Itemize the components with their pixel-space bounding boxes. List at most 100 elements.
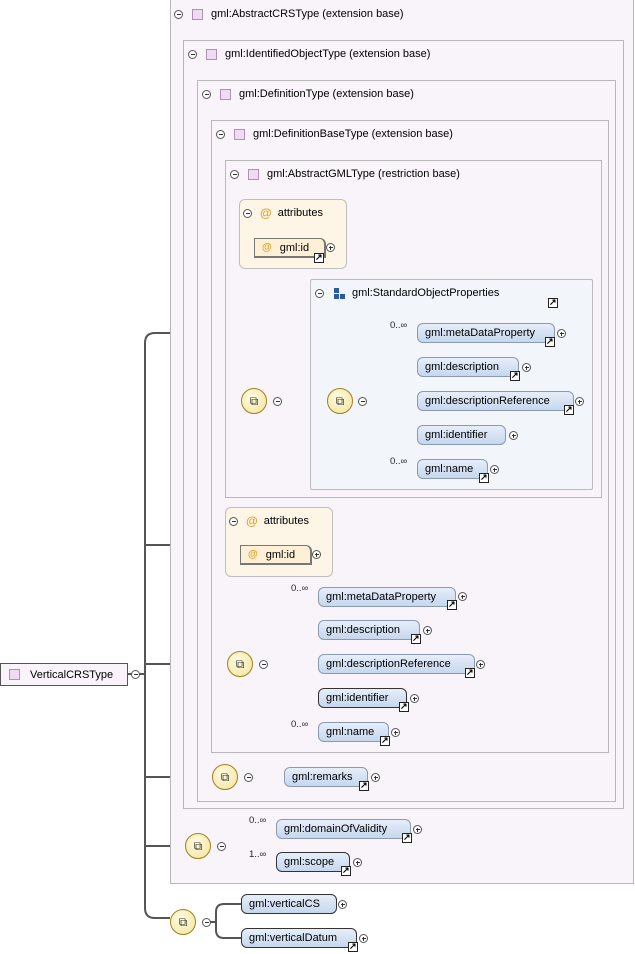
link-icon[interactable] [564, 403, 574, 415]
element-meta-data-property[interactable]: gml:metaDataProperty [318, 587, 456, 607]
collapse-icon[interactable] [273, 397, 282, 406]
attribute-gml-id[interactable]: @ gml:id [240, 545, 312, 565]
cardinality: 1..∞ [249, 849, 267, 860]
link-icon[interactable] [359, 779, 369, 791]
link-icon[interactable] [411, 632, 421, 644]
expand-icon[interactable] [353, 858, 362, 867]
sequence-compositor-icon[interactable]: ⧉ [170, 909, 196, 935]
complex-type-icon [248, 168, 259, 180]
element-meta-data-property[interactable]: gml:metaDataProperty [417, 323, 555, 343]
element-name: gml:descriptionReference [425, 395, 550, 407]
link-icon[interactable] [402, 831, 412, 843]
at-icon: @ [260, 206, 272, 220]
collapse-icon[interactable] [358, 397, 367, 406]
collapse-icon[interactable] [230, 169, 239, 179]
element-identifier[interactable]: gml:identifier [318, 688, 407, 708]
element-scope[interactable]: gml:scope [276, 852, 350, 872]
frame-definition-base-header: gml:DefinitionBaseType (extension base) [216, 128, 453, 140]
expand-icon[interactable] [509, 431, 518, 440]
element-name: gml:remarks [292, 771, 353, 783]
sequence-compositor-icon[interactable]: ⧉ [241, 388, 267, 414]
complex-type-icon [192, 8, 203, 20]
expand-icon[interactable] [575, 397, 584, 406]
collapse-icon[interactable] [243, 208, 252, 218]
element-identifier[interactable]: gml:identifier [417, 425, 506, 445]
at-icon: @ [262, 242, 272, 253]
expand-icon[interactable] [413, 825, 422, 834]
element-vertical-datum[interactable]: gml:verticalDatum [241, 928, 357, 948]
expand-icon[interactable] [312, 550, 321, 559]
link-icon[interactable] [447, 598, 457, 610]
link-icon[interactable] [399, 700, 409, 712]
collapse-icon[interactable] [229, 516, 238, 526]
collapse-icon[interactable] [259, 660, 268, 669]
frame-definition-header: gml:DefinitionType (extension base) [202, 88, 414, 100]
link-icon[interactable] [479, 471, 489, 483]
expand-icon[interactable] [522, 363, 531, 372]
expand-icon[interactable] [338, 900, 347, 909]
attributes-label: attributes [263, 515, 309, 527]
collapse-icon[interactable] [202, 89, 211, 99]
collapse-icon[interactable] [188, 49, 197, 59]
expand-icon[interactable] [410, 694, 419, 703]
expand-icon[interactable] [557, 329, 566, 338]
complex-type-icon [234, 128, 245, 140]
link-icon[interactable] [314, 251, 324, 263]
at-icon: @ [246, 514, 258, 528]
collapse-icon[interactable] [202, 918, 211, 927]
link-icon[interactable] [341, 864, 351, 876]
element-remarks[interactable]: gml:remarks [284, 767, 368, 787]
element-description[interactable]: gml:description [318, 620, 420, 640]
element-name-label: gml:name [425, 463, 474, 475]
link-icon[interactable] [548, 296, 558, 308]
collapse-icon[interactable] [315, 288, 324, 298]
collapse-icon[interactable] [174, 9, 183, 19]
expand-icon[interactable] [391, 728, 400, 737]
element-vertical-cs[interactable]: gml:verticalCS [241, 894, 337, 914]
expand-icon[interactable] [476, 660, 485, 669]
expand-icon[interactable] [458, 592, 467, 601]
collapse-icon[interactable] [216, 129, 225, 139]
element-name: gml:scope [284, 856, 335, 868]
link-icon[interactable] [348, 940, 358, 952]
expand-icon[interactable] [423, 626, 432, 635]
frame-label: gml:AbstractCRSType (extension base) [211, 8, 404, 20]
element-name[interactable]: gml:name [417, 459, 488, 479]
attributes-header: @ attributes [243, 206, 323, 220]
link-icon[interactable] [380, 734, 390, 746]
cardinality: 0..∞ [291, 719, 309, 730]
collapse-icon[interactable] [131, 670, 140, 679]
root-type-box[interactable]: VerticalCRSType [0, 663, 128, 686]
attribute-gml-id[interactable]: @ gml:id [254, 238, 326, 258]
complex-type-icon [206, 48, 217, 60]
sequence-compositor-icon[interactable]: ⧉ [227, 651, 253, 677]
sequence-compositor-icon[interactable]: ⧉ [327, 388, 353, 414]
cardinality: 0..∞ [291, 583, 309, 594]
expand-icon[interactable] [326, 243, 335, 252]
element-description[interactable]: gml:description [417, 357, 519, 377]
frame-label: gml:DefinitionBaseType (extension base) [253, 128, 453, 140]
collapse-icon[interactable] [244, 773, 253, 782]
group-standard-object-properties [310, 279, 593, 490]
expand-icon[interactable] [359, 934, 368, 943]
expand-icon[interactable] [490, 465, 499, 474]
collapse-icon[interactable] [217, 842, 226, 851]
complex-type-icon [9, 669, 20, 680]
frame-abstract-gml-header: gml:AbstractGMLType (restriction base) [230, 168, 460, 180]
element-name: gml:identifier [425, 429, 488, 441]
element-name[interactable]: gml:name [318, 722, 389, 742]
element-name: gml:identifier [326, 692, 389, 704]
sequence-compositor-icon[interactable]: ⧉ [212, 764, 238, 790]
link-icon[interactable] [465, 666, 475, 678]
element-domain-of-validity[interactable]: gml:domainOfValidity [276, 819, 411, 839]
link-icon[interactable] [510, 369, 520, 381]
link-icon[interactable] [545, 335, 555, 347]
element-name: gml:verticalDatum [249, 932, 338, 944]
frame-identified-object-header: gml:IdentifiedObjectType (extension base… [188, 48, 430, 60]
sequence-compositor-icon[interactable]: ⧉ [185, 833, 211, 859]
element-description-reference[interactable]: gml:descriptionReference [417, 391, 574, 411]
element-name: gml:description [425, 361, 499, 373]
attributes-box [225, 507, 333, 577]
element-description-reference[interactable]: gml:descriptionReference [318, 654, 475, 674]
expand-icon[interactable] [371, 773, 380, 782]
